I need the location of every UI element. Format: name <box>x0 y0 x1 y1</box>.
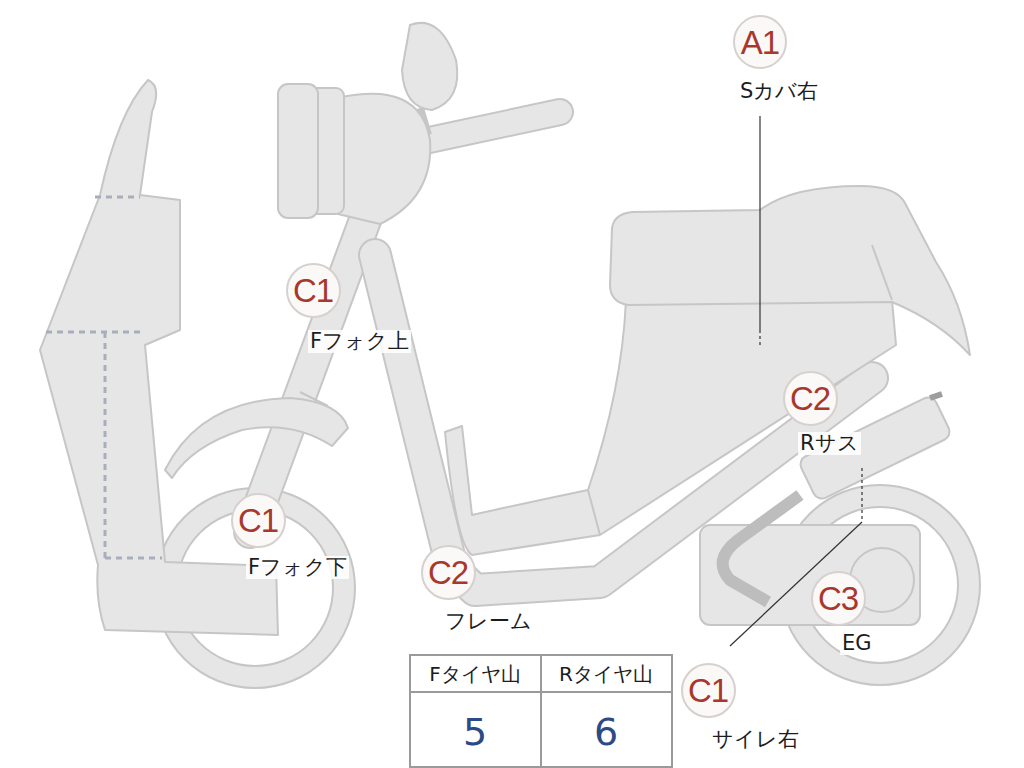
callout: A1Sカバ右 <box>733 15 787 69</box>
exhaust-pipe <box>723 495 800 602</box>
table-value: 6 <box>594 713 618 751</box>
callout-circle: C1 <box>286 263 341 318</box>
table-value: 5 <box>463 713 487 751</box>
callout-number: C1 <box>688 674 728 707</box>
callout-number: A1 <box>741 26 779 59</box>
callout: C3EG <box>811 571 866 626</box>
callout-circle: C1 <box>231 493 286 548</box>
callout-circle: C2 <box>783 371 838 426</box>
callout-number: C3 <box>818 582 858 615</box>
mirror <box>402 23 457 110</box>
callout: C1サイレ右 <box>681 663 736 718</box>
callout-circle: A1 <box>733 15 787 69</box>
part-name: EG <box>840 632 874 655</box>
callout-circle: C2 <box>421 545 476 600</box>
part-name: Fフォク下 <box>246 556 349 579</box>
dotted-seams <box>46 197 162 558</box>
callout-number: C1 <box>293 274 333 307</box>
front-fender <box>165 398 348 478</box>
callout: C2Rサス <box>783 371 838 426</box>
part-name: フレーム <box>443 610 534 633</box>
part-name: Rサス <box>798 432 861 455</box>
seat-seam <box>872 245 892 300</box>
handlebar <box>420 112 560 142</box>
seat <box>610 186 970 355</box>
callout-number: C2 <box>428 556 468 589</box>
leg-shield <box>40 80 278 635</box>
part-name: サイレ右 <box>710 728 801 751</box>
headlight <box>278 84 318 218</box>
part-name: Fフォク上 <box>308 330 411 353</box>
part-name: Sカバ右 <box>738 80 820 103</box>
front-fork <box>250 212 368 532</box>
front-cover <box>338 94 430 224</box>
leader-lines <box>730 116 862 646</box>
callout-circle: C1 <box>681 663 736 718</box>
body-cover <box>445 300 896 555</box>
body-seam <box>588 490 600 535</box>
table-header: Rタイヤ山 <box>559 664 653 684</box>
handlebar-outline <box>420 112 560 142</box>
tread-table <box>410 655 672 767</box>
shock-bolt <box>930 394 942 398</box>
callout: C1Fフォク上 <box>286 263 341 318</box>
table-header: Fタイヤ山 <box>429 664 521 684</box>
callout: C2フレーム <box>421 545 476 600</box>
callout: C1Fフォク下 <box>231 493 286 548</box>
callout-number: C1 <box>238 504 278 537</box>
callout-number: C2 <box>790 382 830 415</box>
callout-circle: C3 <box>811 571 866 626</box>
front-fork-outline <box>250 212 368 532</box>
